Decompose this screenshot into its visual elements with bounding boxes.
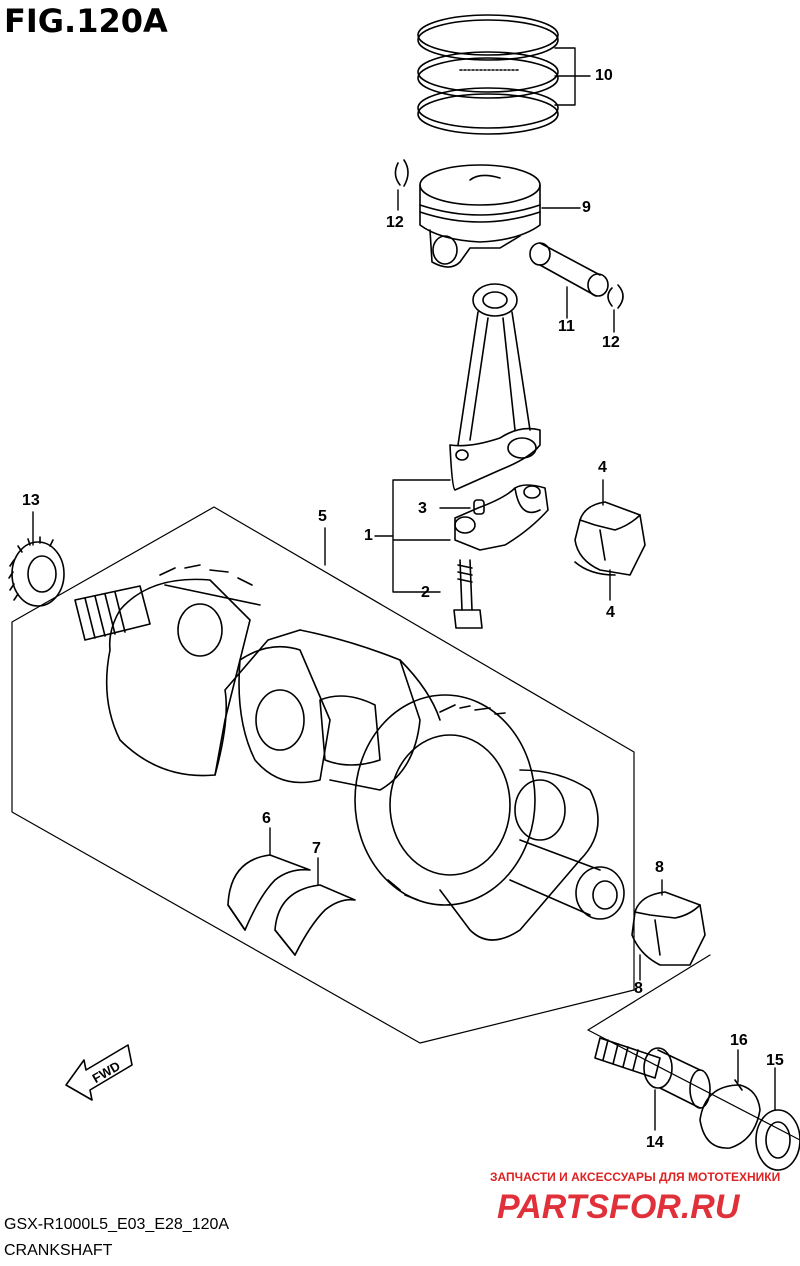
crank-bolt [594, 1037, 711, 1109]
conrod-bearing [574, 501, 646, 576]
callout-2: 2 [421, 584, 430, 601]
callout-15: 15 [766, 1052, 784, 1069]
callout-7: 7 [312, 840, 321, 857]
callout-9: 9 [582, 199, 591, 216]
watermark-tagline: ЗАПЧАСТИ И АКСЕССУАРЫ ДЛЯ МОТОТЕХНИКИ [490, 1170, 781, 1184]
callout-12-left: 12 [386, 214, 404, 231]
piston-circlip-right [607, 284, 624, 309]
rod-cap [454, 484, 549, 551]
figure-name: CRANKSHAFT [4, 1242, 113, 1259]
thrust-bearing-6 [227, 854, 311, 931]
callout-8-bottom: 8 [634, 980, 643, 997]
callout-4-top: 4 [598, 459, 607, 476]
figure-code: GSX-R1000L5_E03_E28_120A [4, 1216, 230, 1233]
thrust-bearing-7 [274, 884, 356, 956]
callout-10: 10 [595, 67, 613, 84]
lower-assembly-outline [587, 954, 800, 1141]
callout-5: 5 [318, 508, 327, 525]
callout-11: 11 [558, 318, 575, 335]
callout-6: 6 [262, 810, 271, 827]
callout-16: 16 [730, 1032, 748, 1049]
figure-title: FIG.120A [4, 2, 168, 40]
oil-seal [755, 1109, 800, 1171]
leader-lines [32, 47, 776, 1131]
callout-1: 1 [364, 527, 373, 544]
watermark-brand: PARTSFOR.RU [497, 1188, 741, 1226]
watermark-logo: PARTSFOR.RU [497, 1188, 741, 1226]
callout-13: 13 [22, 492, 40, 509]
callout-4-bottom: 4 [606, 604, 615, 621]
piston-pin [529, 242, 609, 297]
piston-circlip-left [394, 159, 409, 187]
callout-12-right: 12 [602, 334, 620, 351]
piston [419, 164, 541, 268]
crank-gear [8, 536, 65, 607]
callout-3: 3 [418, 500, 427, 517]
callout-14: 14 [646, 1134, 664, 1151]
piston-rings [417, 14, 559, 135]
crankshaft [74, 564, 625, 941]
circlip [699, 1079, 761, 1149]
connecting-rod [449, 283, 541, 491]
forward-arrow-icon: FWD [65, 1044, 133, 1101]
callout-8-top: 8 [655, 859, 664, 876]
assembly-outline [11, 506, 635, 1044]
rod-bolt [453, 559, 483, 629]
main-bearing [631, 891, 706, 966]
